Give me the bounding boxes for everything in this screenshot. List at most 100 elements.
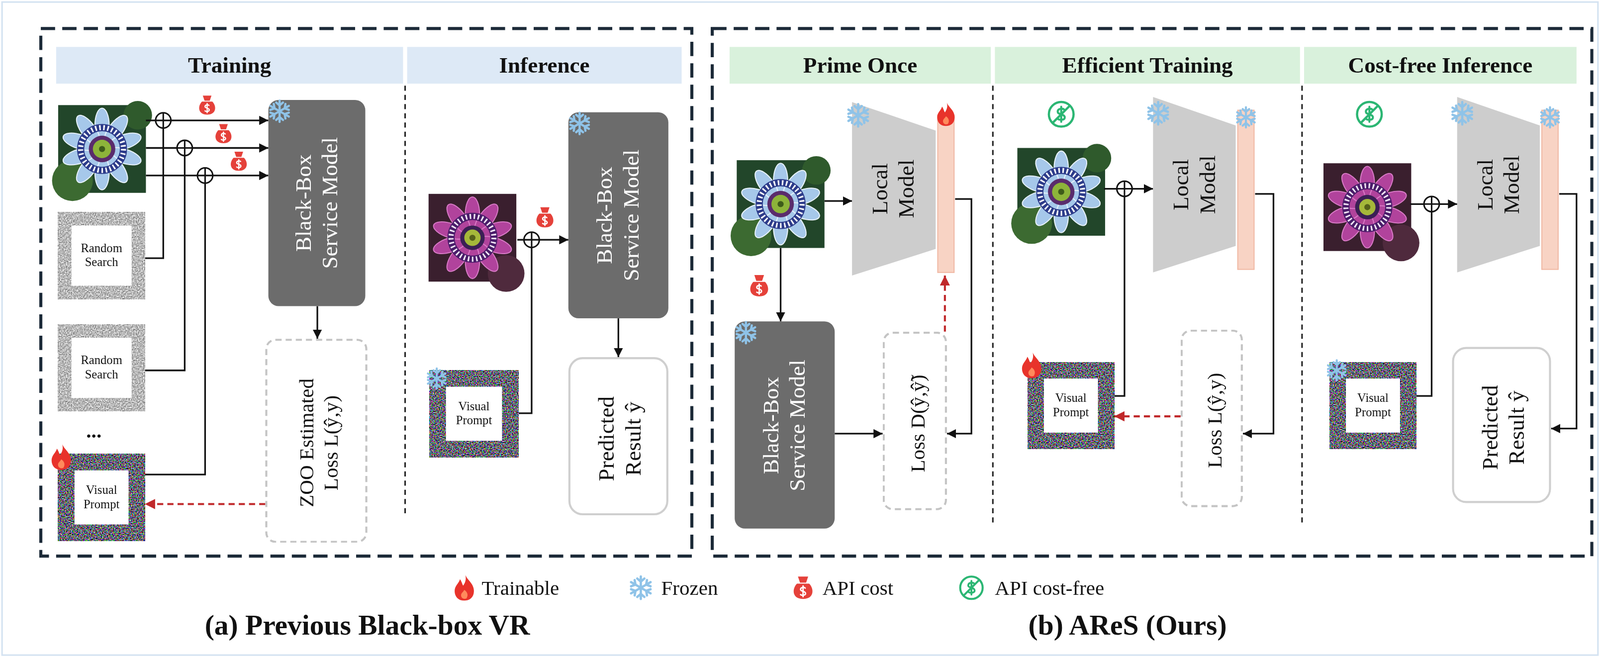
frozen-icon [568, 112, 591, 135]
api-cost-icon [198, 95, 215, 115]
api-cost-icon [215, 124, 232, 144]
frozen-icon [1450, 101, 1474, 125]
cost-free-icon [1357, 101, 1383, 127]
flower-image [730, 156, 831, 257]
legend-text: Trainable [481, 574, 560, 601]
flower-image [428, 193, 525, 292]
stage-separator [404, 85, 406, 516]
prompt-center [74, 470, 129, 525]
black-box-model: Black-Box Service Model [568, 112, 669, 319]
connector [617, 318, 620, 358]
node-text: Local Model [1472, 138, 1526, 231]
cost-free-icon [1048, 101, 1074, 127]
text-wrap: Visual Prompt [74, 470, 129, 525]
connector [1416, 203, 1458, 396]
node-text: Black-Box Service Model [591, 138, 646, 292]
flower-image [52, 100, 153, 201]
frozen-icon [1326, 360, 1348, 381]
node-text: Training [188, 52, 272, 79]
gradient-arrow [144, 502, 266, 505]
connector [144, 175, 269, 475]
text-wrap: Black-Box Service Model [591, 138, 646, 292]
trainable-icon [51, 444, 72, 471]
text-wrap: Local Model [866, 142, 921, 235]
text-wrap: Local Model [1167, 138, 1222, 231]
prompt-center [71, 337, 132, 398]
loss-box: Loss D(ŷ,ŷ̃) [882, 331, 947, 511]
text-wrap: Local Model [1472, 138, 1526, 231]
node-text: Prime Once [803, 52, 918, 79]
panel-frame [40, 28, 692, 557]
node-text: Loss D(ŷ,ŷ̃) [904, 341, 930, 505]
encoder-shape [851, 101, 936, 276]
noise-frame [1027, 362, 1115, 449]
node-text: ZOO Estimated Loss L(ŷ,y) [293, 366, 343, 520]
text-wrap: Visual Prompt [1043, 378, 1099, 433]
frozen-icon [1146, 101, 1170, 125]
loss-box: ZOO Estimated Loss L(ŷ,y) [265, 338, 368, 543]
local-model: Local Model [1457, 96, 1560, 273]
frozen-icon [735, 321, 757, 344]
encoder-shape [1152, 96, 1236, 273]
node-text: Visual Prompt [74, 483, 129, 512]
api-cost-icon [230, 151, 247, 171]
black-box-model: Black-Box Service Model [268, 99, 366, 306]
trainable-icon [1022, 352, 1042, 379]
frozen-icon [1235, 107, 1257, 128]
node-text: Predicted Result ŷ [593, 376, 648, 500]
api-cost-icon [536, 207, 554, 228]
header-band: Inference [407, 46, 682, 84]
encoder-shape [1457, 96, 1540, 273]
connector [144, 147, 269, 371]
node-text: Loss L(ŷ,y) [1201, 338, 1226, 502]
legend-text: API cost [822, 574, 894, 601]
panel-frame [712, 28, 1593, 557]
connector [834, 432, 883, 435]
visual-prompt-box: Visual Prompt [58, 454, 145, 541]
noise-frame [58, 454, 145, 541]
flower-image [1011, 143, 1112, 244]
legend-text: API cost-free [994, 574, 1105, 601]
loss-box: Loss L(ŷ,y) [1180, 329, 1243, 508]
header-band: Prime Once [729, 46, 991, 84]
text-wrap: Loss L(ŷ,y) [1201, 338, 1226, 502]
trainable-icon [937, 102, 955, 126]
random-search-box: Random Search [58, 324, 145, 411]
add-symbol [197, 167, 213, 184]
local-model: Local Model [1152, 96, 1255, 273]
prompt-center [1345, 378, 1401, 433]
text-wrap: ZOO Estimated Loss L(ŷ,y) [293, 366, 343, 520]
header-band: Training [56, 46, 404, 84]
result-box: Predicted Result ŷ [1452, 347, 1552, 504]
gradient-arrow [943, 275, 946, 332]
panel-caption: (b) AReS (Ours) [918, 608, 1337, 643]
text-wrap: Black-Box Service Model [289, 126, 344, 280]
header-band: Efficient Training [994, 46, 1300, 84]
add-symbol [524, 232, 540, 248]
local-model: Local Model [851, 101, 955, 276]
legend-icon [629, 576, 653, 599]
api-cost-icon [750, 275, 768, 297]
head-bar [1541, 110, 1559, 270]
add-symbol [1117, 181, 1133, 197]
text-wrap: Efficient Training [994, 46, 1300, 84]
text-wrap: Loss D(ŷ,ŷ̃) [904, 341, 930, 505]
flower-image [1323, 163, 1420, 262]
text-wrap: Inference [407, 46, 682, 84]
text-wrap: Visual Prompt [446, 386, 503, 442]
input-wire [145, 174, 205, 177]
input-arrow [824, 200, 852, 202]
add-symbol [1423, 196, 1440, 212]
ellipsis-label: ... [71, 418, 117, 443]
add-symbol [177, 140, 193, 156]
text-wrap: Visual Prompt [1345, 378, 1401, 433]
head-bar [1237, 110, 1255, 270]
frozen-icon [846, 103, 870, 127]
connector [518, 239, 569, 414]
node-text: Inference [498, 52, 590, 79]
legend-icon [793, 576, 813, 599]
header-band: Cost-free Inference [1304, 46, 1577, 84]
visual-prompt-box: Visual Prompt [1329, 362, 1416, 449]
